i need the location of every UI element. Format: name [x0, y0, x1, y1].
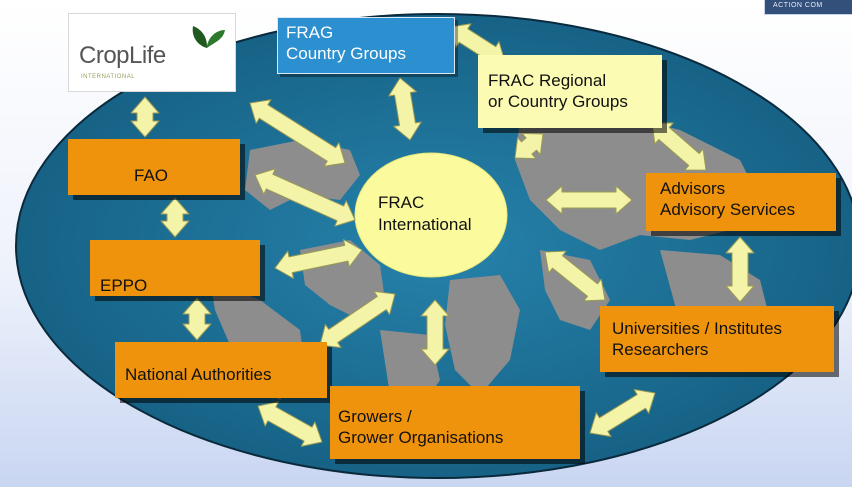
- arrow-national-hub: [319, 290, 396, 349]
- arrow-fao-hub: [254, 168, 356, 227]
- arrow-logo-fao: [130, 96, 160, 138]
- corner-badge-text: ACTION COM: [773, 2, 823, 9]
- arrow-growers-universities: [589, 389, 656, 437]
- universities-box: Universities / Institutes Researchers: [600, 306, 834, 372]
- advisors-line1: Advisors: [660, 179, 726, 198]
- frac-regional-line1: FRAC Regional: [488, 71, 607, 90]
- corner-badge: ACTION COM: [764, 0, 852, 15]
- arrow-logo-hub: [249, 99, 346, 167]
- arrow-fao-eppo: [160, 197, 190, 238]
- fao-box: FAO: [68, 139, 240, 195]
- arrow-eppo-hub: [274, 239, 363, 279]
- eppo-box: EPPO: [90, 240, 260, 296]
- leaf-icon: [187, 18, 227, 89]
- growers-box: Growers / Grower Organisations: [330, 386, 580, 459]
- arrow-fracregional-hub: [514, 132, 544, 160]
- frac-international-label: FRAC International: [378, 192, 472, 236]
- frac-regional-box: FRAC Regional or Country Groups: [478, 55, 662, 128]
- frag-line2: Country Groups: [286, 44, 406, 63]
- arrow-fracregional-advisors: [651, 122, 707, 171]
- arrow-hub-universities: [544, 250, 606, 302]
- hub-line1: FRAC: [378, 193, 425, 212]
- hub-line2: International: [378, 215, 472, 234]
- arrow-growers-hub: [420, 299, 450, 366]
- arrow-eppo-national: [182, 297, 212, 341]
- eppo-label: EPPO: [100, 276, 148, 295]
- national-authorities-box: National Authorities: [115, 342, 327, 398]
- universities-line2: Researchers: [612, 340, 709, 359]
- arrow-hub-advisors: [545, 185, 633, 215]
- arrow-national-growers: [257, 401, 323, 447]
- logo-wordmark: CropLife: [79, 42, 166, 69]
- hub-ellipse: [354, 152, 508, 278]
- national-authorities-label: National Authorities: [125, 365, 272, 384]
- advisors-box: Advisors Advisory Services: [646, 173, 836, 231]
- logo-subtitle: INTERNATIONAL: [81, 74, 136, 80]
- frac-regional-line2: or Country Groups: [488, 92, 628, 111]
- universities-line1: Universities / Institutes: [612, 319, 783, 338]
- frag-line1: FRAG: [286, 23, 334, 42]
- growers-line2: Grower Organisations: [338, 428, 504, 447]
- fao-label: FAO: [134, 166, 169, 185]
- arrow-frag-hub: [388, 77, 422, 141]
- advisors-line2: Advisory Services: [660, 200, 796, 219]
- frag-country-groups-box: FRAG Country Groups: [277, 17, 455, 74]
- growers-line1: Growers /: [338, 407, 412, 426]
- croplife-logo: CropLife INTERNATIONAL: [68, 13, 236, 92]
- arrow-advisors-universities: [725, 236, 755, 303]
